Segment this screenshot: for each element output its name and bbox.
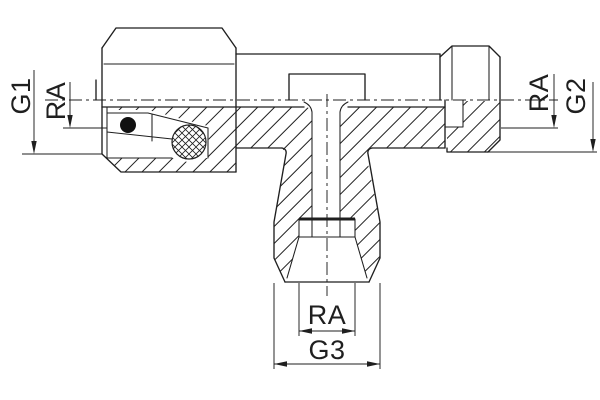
dim-ra-bottom-arrow-left <box>299 328 312 334</box>
dim-ra-left-arrow <box>67 115 73 128</box>
dim-g1-label: G1 <box>6 77 36 114</box>
hatch-body-right <box>340 107 445 282</box>
branch-outline <box>273 147 381 283</box>
left-nut-outline <box>95 27 237 155</box>
dim-g2-arrow <box>590 139 596 152</box>
dim-ra-bottom-label: RA <box>308 300 347 330</box>
dim-ra-right: RA <box>501 74 558 129</box>
dim-g3-arrow-left <box>274 361 287 367</box>
body-section-outline <box>235 101 446 238</box>
dim-ra-bottom-arrow-right <box>342 328 355 334</box>
dim-ra-left: RA <box>41 82 107 129</box>
body-outline <box>235 53 441 101</box>
dim-g1: G1 <box>6 70 102 155</box>
bore-flare-right <box>339 101 349 113</box>
dim-g2: G2 <box>488 77 597 153</box>
branch-bore-walls <box>311 111 341 238</box>
dim-g2-label: G2 <box>561 77 591 114</box>
dim-ra-bottom: RA <box>298 283 356 336</box>
hatch-body-left <box>236 107 312 282</box>
dim-g3-arrow-right <box>367 361 380 367</box>
hatch-right-stud <box>447 101 500 152</box>
right-hex-outline <box>439 45 501 101</box>
centerlines <box>45 94 558 296</box>
dim-g3: G3 <box>273 283 381 369</box>
o-ring-seal <box>120 117 136 133</box>
cutting-ring <box>171 124 207 160</box>
dim-ra-right-arrow <box>551 115 557 128</box>
tube-seat-lines <box>106 112 209 159</box>
dim-g3-label: G3 <box>308 335 345 365</box>
left-nut-section-outline <box>101 99 237 173</box>
bore-flare-left <box>303 101 313 113</box>
thread-cone-lines <box>286 236 368 279</box>
dim-ra-left-label: RA <box>41 82 71 121</box>
dim-g1-arrow <box>31 141 37 154</box>
right-stud-section-outline <box>444 99 501 153</box>
branch-boss-outline <box>288 73 366 101</box>
dim-ra-right-label: RA <box>524 74 554 113</box>
